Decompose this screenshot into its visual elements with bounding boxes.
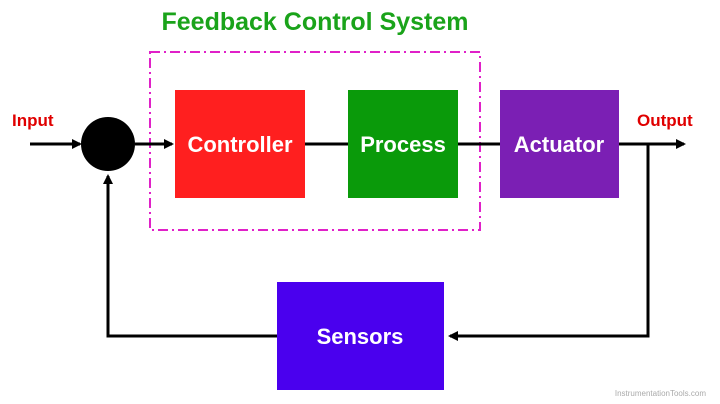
output-label: Output xyxy=(637,111,693,130)
sensors-to-junction-line xyxy=(103,174,277,338)
process-block: Process xyxy=(348,90,458,198)
feedback-to-sensors-line xyxy=(448,144,650,341)
actuator-label: Actuator xyxy=(514,132,605,157)
diagram-title: Feedback Control System xyxy=(161,8,468,36)
process-label: Process xyxy=(360,132,446,157)
controller-block: Controller xyxy=(175,90,305,198)
watermark: InstrumentationTools.com xyxy=(615,389,706,398)
sensors-block: Sensors xyxy=(277,282,444,390)
input-label: Input xyxy=(12,111,54,130)
actuator-block: Actuator xyxy=(500,90,619,198)
summing-junction xyxy=(81,117,135,171)
sensors-label: Sensors xyxy=(317,324,404,349)
controller-label: Controller xyxy=(187,132,293,157)
system-boundary xyxy=(149,51,481,231)
